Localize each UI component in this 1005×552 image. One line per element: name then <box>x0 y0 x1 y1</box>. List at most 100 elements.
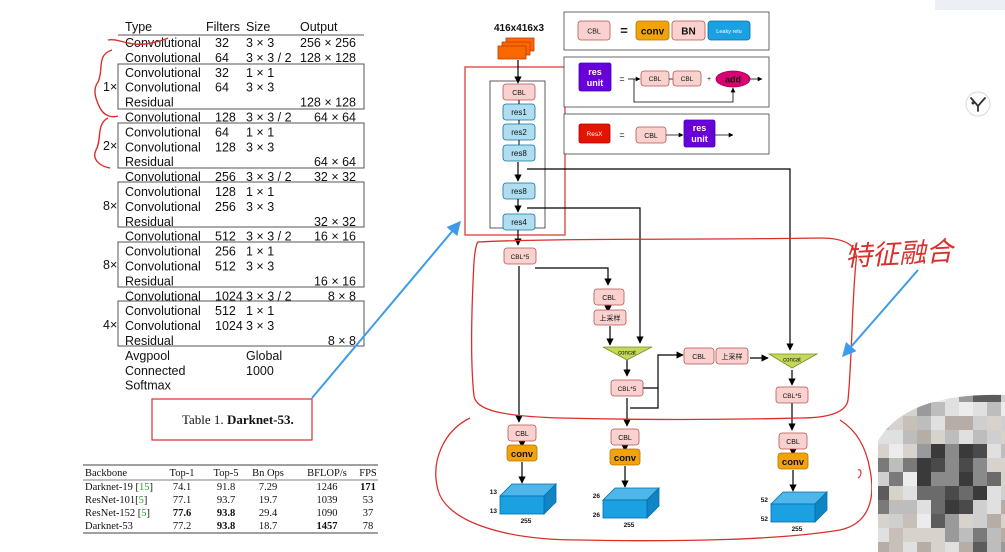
cell-output: 256 × 256 <box>300 36 356 50</box>
neck-cbl5-top-label: CBL*5 <box>511 254 530 261</box>
cell-size: 3 × 3 / 2 <box>246 289 292 303</box>
cell-size: 3 × 3 <box>246 140 274 154</box>
bench-header-2: Top-5 <box>214 468 239 479</box>
cell-type: Residual <box>125 334 174 348</box>
cell-output: 16 × 16 <box>314 274 356 288</box>
bench-bflops: 1457 <box>317 521 338 532</box>
backbone-block-label: res2 <box>511 128 527 137</box>
cell-size: 3 × 3 <box>246 319 274 333</box>
cell-type: Convolutional <box>125 111 201 125</box>
bench-header-5: FPS <box>359 468 377 479</box>
table-row: Residual 128 × 128 <box>125 96 356 110</box>
bench-header-1: Top-1 <box>170 468 195 479</box>
cell-type: Convolutional <box>125 51 201 65</box>
assistant-float-icon[interactable] <box>965 91 991 117</box>
cell-size: 3 × 3 <box>246 81 274 95</box>
top-right-ui <box>935 0 1005 117</box>
bench-top1: 77.1 <box>173 495 191 506</box>
neck-cbl5-top <box>503 247 537 265</box>
cell-filters: 512 <box>215 260 236 274</box>
neck-cbl5-right-label: CBL*5 <box>783 393 802 400</box>
cell-output: 128 × 128 <box>300 96 356 110</box>
cube-channels: 255 <box>624 522 635 529</box>
table-header-0: Type <box>125 20 152 34</box>
cell-filters: 256 <box>215 200 236 214</box>
head-cbl-label: CBL <box>618 435 632 442</box>
backbone-block-label: CBL <box>512 90 526 97</box>
cube-dim-bottom: 52 <box>761 516 769 523</box>
cell-filters: 1024 <box>215 289 243 303</box>
concat-middle-label: concat <box>618 351 636 357</box>
table-caption: Table 1. Darknet-53. <box>182 412 294 427</box>
bench-fps: 53 <box>363 495 374 506</box>
cell-filters: 64 <box>215 51 229 65</box>
cell-filters: 128 <box>215 185 236 199</box>
residual-block-boxes <box>117 63 365 347</box>
cell-output: 32 × 32 <box>314 170 356 184</box>
neck-upsample-right <box>715 347 749 365</box>
backbone-res1: res1 <box>502 103 536 121</box>
cell-filters: 128 <box>215 140 236 154</box>
bench-backbone: Darknet-19 [15] <box>85 482 153 493</box>
cube-dim-top: 13 <box>490 489 498 496</box>
cell-type: Convolutional <box>125 230 201 244</box>
neck-upsample-mid <box>593 309 627 326</box>
block-multiplier: 8× <box>103 258 117 272</box>
bench-fps: 171 <box>360 482 376 493</box>
legend-resx-cbl: CBL <box>644 133 658 140</box>
cell-type: Avgpool <box>125 349 170 363</box>
cell-size: 1 × 1 <box>246 185 274 199</box>
cell-type: Convolutional <box>125 66 201 80</box>
cube-channels: 255 <box>792 526 803 533</box>
backbone-block-label: res8 <box>511 187 527 196</box>
legend-cbl: CBL = conv BN Leaky relu <box>563 11 770 51</box>
bench-backbone: ResNet-101[5] <box>85 495 147 506</box>
cell-filters: 32 <box>215 36 229 50</box>
backbone-res8: res8 <box>502 182 536 200</box>
cell-output: 16 × 16 <box>314 230 356 244</box>
cell-type: Convolutional <box>125 125 201 139</box>
legend-resx: ResX = CBL res unit <box>563 113 770 155</box>
backbone-block-label: res4 <box>511 218 527 227</box>
cell-size: 3 × 3 <box>246 200 274 214</box>
bench-backbone: ResNet-152 [5] <box>85 508 150 519</box>
caption-highlight-box <box>151 398 313 441</box>
cell-output: 32 × 32 <box>314 215 356 229</box>
concat-right-label: concat <box>783 358 801 364</box>
cell-output: 8 × 8 <box>328 334 356 348</box>
neck-cbl-mid <box>593 288 625 306</box>
cell-type: Convolutional <box>125 260 201 274</box>
cell-size: 3 × 3 / 2 <box>246 111 292 125</box>
cell-type: Residual <box>125 96 174 110</box>
legend-res-equals: = <box>619 74 624 84</box>
watermark-strip <box>935 0 1005 10</box>
annotation-blue-arrow-right <box>842 269 919 358</box>
bench-top1: 77.6 <box>173 508 191 519</box>
input-size-label: 416x416x3 <box>494 23 544 34</box>
bench-top5: 91.8 <box>217 482 235 493</box>
legend-conv-label: conv <box>641 27 665 38</box>
head-cbl <box>610 428 640 446</box>
cube-dim-top: 52 <box>761 497 769 504</box>
handwritten-braces <box>94 37 169 169</box>
legend-resx-equals: = <box>619 130 624 140</box>
bench-top1: 74.1 <box>173 482 191 493</box>
head-cbl <box>507 424 537 442</box>
cell-output: 64 × 64 <box>314 155 356 169</box>
legend-res-cbl2: CBL <box>681 76 694 83</box>
bench-top5: 93.7 <box>217 495 235 506</box>
neck-cbl5-middle-label: CBL*5 <box>618 386 637 393</box>
cell-output: 128 × 128 <box>300 51 356 65</box>
